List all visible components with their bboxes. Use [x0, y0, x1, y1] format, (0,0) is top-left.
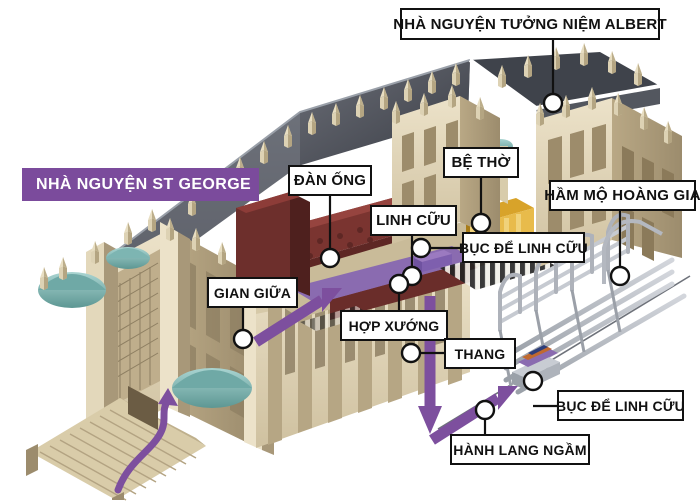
callout-coffin: LINH CỮU	[370, 205, 457, 236]
callout-dot-royal-vault	[609, 265, 631, 287]
callout-dot-underground-passage	[474, 399, 496, 421]
callout-dot-stairs	[400, 342, 422, 364]
underground-passage	[437, 212, 691, 430]
callout-royal-vault: HẦM MỘ HOÀNG GIA	[544, 180, 700, 211]
callout-nave: GIAN GIỮA	[207, 277, 298, 308]
callout-dot-nave	[232, 328, 254, 350]
banner-st-george-chapel: NHÀ NGUYỆN ST GEORGE	[22, 168, 259, 201]
callout-altar: BỆ THỜ	[443, 147, 519, 178]
callout-quire: HỢP XƯỚNG	[340, 310, 448, 341]
callout-dot-quire	[388, 273, 410, 295]
callout-dot-altar	[470, 212, 492, 234]
callout-albert-memorial-chapel: NHÀ NGUYỆN TƯỞNG NIỆM ALBERT	[393, 8, 667, 40]
callout-catafalque-lower: BỤC ĐỂ LINH CỮU	[556, 390, 685, 421]
callout-stairs: THANG	[444, 338, 516, 369]
callout-dot-organ	[319, 247, 341, 269]
callout-dot-catafalque-upper	[410, 237, 432, 259]
callout-underground-passage: HÀNH LANG NGẦM	[450, 434, 590, 465]
callout-dot-albert-memorial-chapel	[542, 92, 564, 114]
callout-catafalque-upper: BỤC ĐỂ LINH CỮU	[459, 232, 588, 263]
callout-dot-catafalque-lower	[522, 370, 544, 392]
callout-organ: ĐÀN ỐNG	[288, 165, 372, 196]
